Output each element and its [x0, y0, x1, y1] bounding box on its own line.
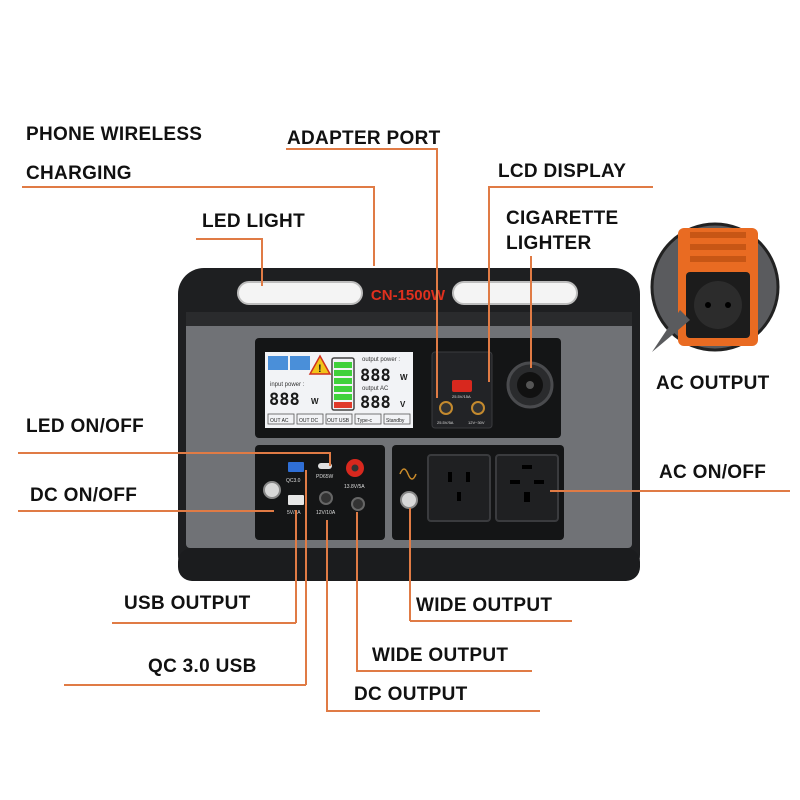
- lcd-input-digits: 888: [269, 390, 300, 410]
- line-wide-2-v: [356, 512, 358, 671]
- lcd-input-unit: W: [311, 397, 319, 406]
- model-name: CN-1500W: [371, 287, 446, 304]
- line-lcd-v: [488, 186, 490, 382]
- line-wide-2: [356, 670, 532, 672]
- line-led-light-v: [261, 238, 263, 286]
- pd-label: PD65W: [316, 474, 334, 480]
- label-cigarette-2: LIGHTER: [506, 233, 592, 254]
- line-dc-output-v: [326, 520, 328, 711]
- line-phone-wireless-v: [373, 186, 375, 266]
- dc-label: 13.8V/5A: [344, 484, 365, 490]
- dc-onoff-button: [263, 481, 281, 499]
- line-dc-onoff: [18, 510, 274, 512]
- label-cigarette-1: CIGARETTE: [506, 208, 619, 229]
- adapter-right-label: 12V~30V: [468, 420, 485, 425]
- adapter-switch: [452, 380, 472, 392]
- indicator-type-c: Type-c: [357, 418, 373, 424]
- lcd-ac-digits: 888: [360, 393, 391, 413]
- label-ac-onoff: AC ON/OFF: [659, 462, 767, 483]
- lcd-indicators: OUT AC OUT DC OUT USB Type-c Standby: [267, 413, 411, 425]
- label-phone-wireless-1: PHONE WIRELESS: [26, 124, 203, 145]
- line-qc-v: [305, 470, 307, 685]
- line-led-light: [196, 238, 262, 240]
- indicator-out-ac: OUT AC: [270, 418, 289, 424]
- label-usb-output: USB OUTPUT: [124, 593, 251, 614]
- label-led-onoff: LED ON/OFF: [26, 416, 145, 437]
- lcd-ac-unit: V: [400, 400, 406, 409]
- pd-typec-port: [318, 463, 332, 469]
- dc-output-port-2: [351, 497, 365, 511]
- line-usb-v: [295, 510, 297, 623]
- lcd-output-digits: 888: [360, 366, 391, 386]
- label-adapter-port: ADAPTER PORT: [287, 128, 441, 149]
- lcd-ac-label: output AC: [362, 386, 389, 392]
- line-ac-onoff: [550, 490, 790, 492]
- ac-onoff-button: [400, 491, 418, 509]
- dc2-label: 12V/10A: [316, 510, 336, 516]
- lcd-output-label: output power :: [362, 357, 400, 363]
- label-ac-output-inset: AC OUTPUT: [656, 373, 770, 394]
- dc-output-port: [319, 491, 333, 505]
- label-dc-output: DC OUTPUT: [354, 684, 468, 705]
- indicator-standby: Standby: [386, 418, 405, 424]
- lcd-output-unit: W: [400, 373, 408, 382]
- line-adapter-v: [436, 148, 438, 398]
- line-phone-wireless: [22, 186, 374, 188]
- usb-port: [288, 495, 304, 505]
- line-usb: [112, 622, 296, 624]
- battery-gauge: [331, 357, 355, 411]
- usb-label: 5V/3A: [287, 510, 301, 516]
- ac-socket-2: [495, 454, 559, 522]
- led-light-right: [452, 281, 578, 305]
- led-light-left: [237, 281, 363, 305]
- line-led-onoff-v: [329, 452, 331, 466]
- adapter-port-right: [471, 401, 485, 415]
- label-qc-usb: QC 3.0 USB: [148, 656, 257, 677]
- line-wide-1: [410, 620, 572, 622]
- indicator-out-usb: OUT USB: [327, 418, 350, 424]
- indicator-out-dc: OUT DC: [299, 418, 318, 424]
- adapter-left-label: 25.5V/5A: [437, 420, 454, 425]
- sine-wave-icon: [399, 468, 417, 480]
- ac-socket-1: [427, 454, 491, 522]
- line-lcd: [488, 186, 653, 188]
- label-phone-wireless-2: CHARGING: [26, 163, 132, 184]
- line-adapter: [286, 148, 438, 150]
- label-wide-output-1: WIDE OUTPUT: [416, 595, 553, 616]
- qc-label: QC3.0: [286, 478, 301, 484]
- line-qc: [64, 684, 306, 686]
- svg-text:!: !: [318, 363, 322, 375]
- line-dc-output: [326, 710, 540, 712]
- label-dc-onoff: DC ON/OFF: [30, 485, 138, 506]
- label-lcd-display: LCD DISPLAY: [498, 161, 627, 182]
- lcd-input-label: input power :: [270, 382, 305, 388]
- label-led-light: LED LIGHT: [202, 211, 305, 232]
- adapter-top-label: 25.5V/15A: [452, 394, 471, 399]
- line-led-onoff: [18, 452, 330, 454]
- label-wide-output-2: WIDE OUTPUT: [372, 645, 509, 666]
- line-wide-1-v: [409, 508, 411, 621]
- qc-usb-port: [288, 462, 304, 472]
- warning-icon: [308, 354, 332, 375]
- adapter-port-left: [439, 401, 453, 415]
- line-cigarette-v: [530, 256, 532, 368]
